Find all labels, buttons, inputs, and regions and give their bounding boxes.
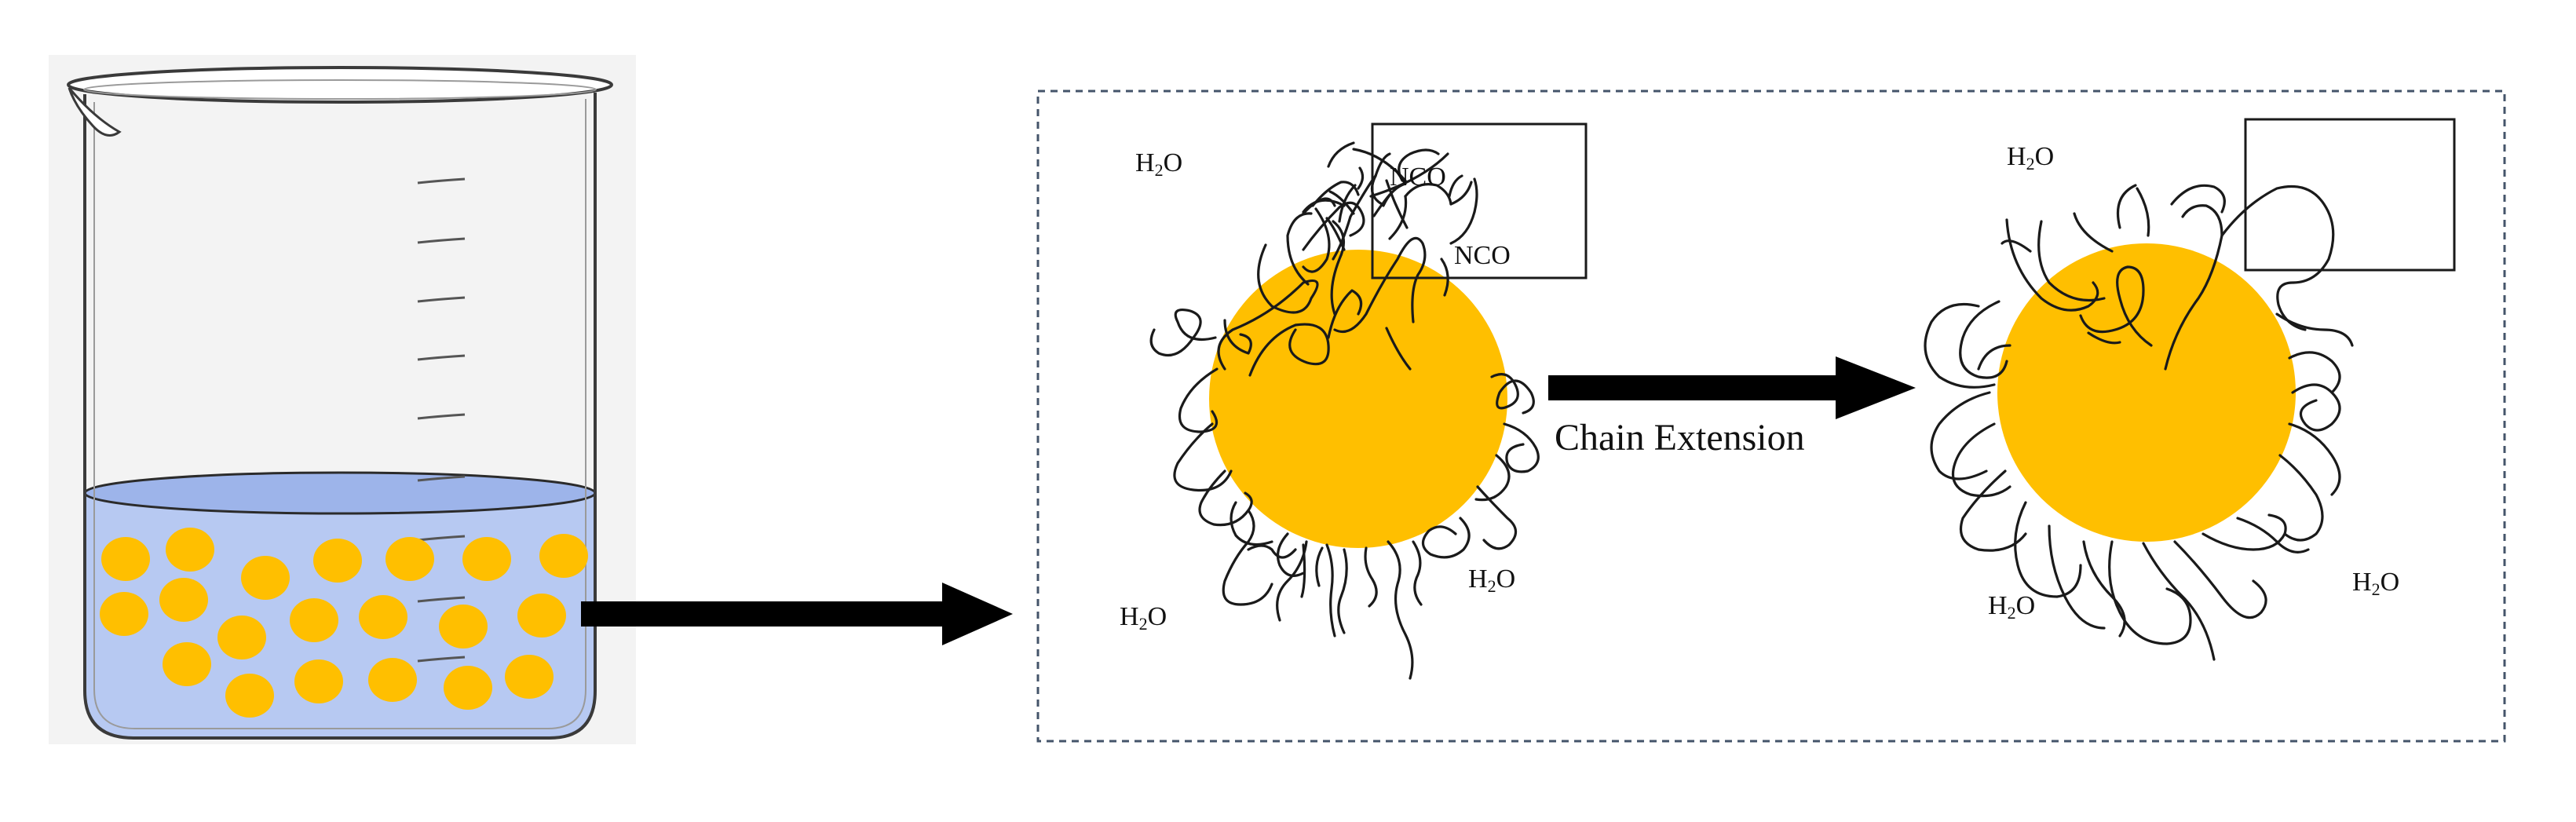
- extended-particle: [1924, 118, 2456, 661]
- chain-extension-label: Chain Extension: [1555, 417, 1805, 458]
- arrow-shaft-2: [1548, 375, 1842, 400]
- beaker-wall: [83, 93, 597, 740]
- water-label-bottom-right-1: H2O: [1468, 564, 1515, 596]
- arrow-head-2: [1836, 356, 1916, 419]
- water-label-bottom-right-2: H2O: [2352, 568, 2399, 599]
- extended-highlight-box: [2244, 118, 2456, 272]
- polymer-chains-left: [1149, 141, 1540, 680]
- arrow-shaft-1: [581, 601, 950, 627]
- zoom-frame: [1036, 90, 2506, 743]
- chain-extension-arrow: [1548, 356, 1916, 419]
- arrow-head-1: [942, 583, 1013, 645]
- arrow-right-icon: [581, 583, 1013, 645]
- nco-highlight-box: [1371, 122, 1588, 279]
- water-label-bottom-center-right: H2O: [1988, 591, 2035, 623]
- beaker-inner-wall: [93, 99, 586, 729]
- beaker-rim-inner: [83, 79, 597, 100]
- beaker-icon: [49, 55, 636, 744]
- nco-label-2: NCO: [1454, 241, 1511, 270]
- polymer-chains-right: [1924, 184, 2354, 661]
- prepolymer-particle: NCO NCO: [1149, 122, 1588, 680]
- water-label-bottom-left: H2O: [1120, 602, 1167, 634]
- water-label-top-right: H2O: [2007, 142, 2054, 174]
- beaker-spout: [68, 87, 122, 137]
- particle-core-left: [1209, 250, 1507, 548]
- dispersed-particles: [100, 528, 588, 718]
- water-label-top-left: H2O: [1135, 148, 1182, 180]
- beaker-rim: [67, 66, 613, 104]
- water-surface: [83, 471, 597, 515]
- nco-label-1: NCO: [1390, 163, 1446, 192]
- graduation-marks: [417, 177, 466, 663]
- particle-core-right: [1997, 243, 2296, 542]
